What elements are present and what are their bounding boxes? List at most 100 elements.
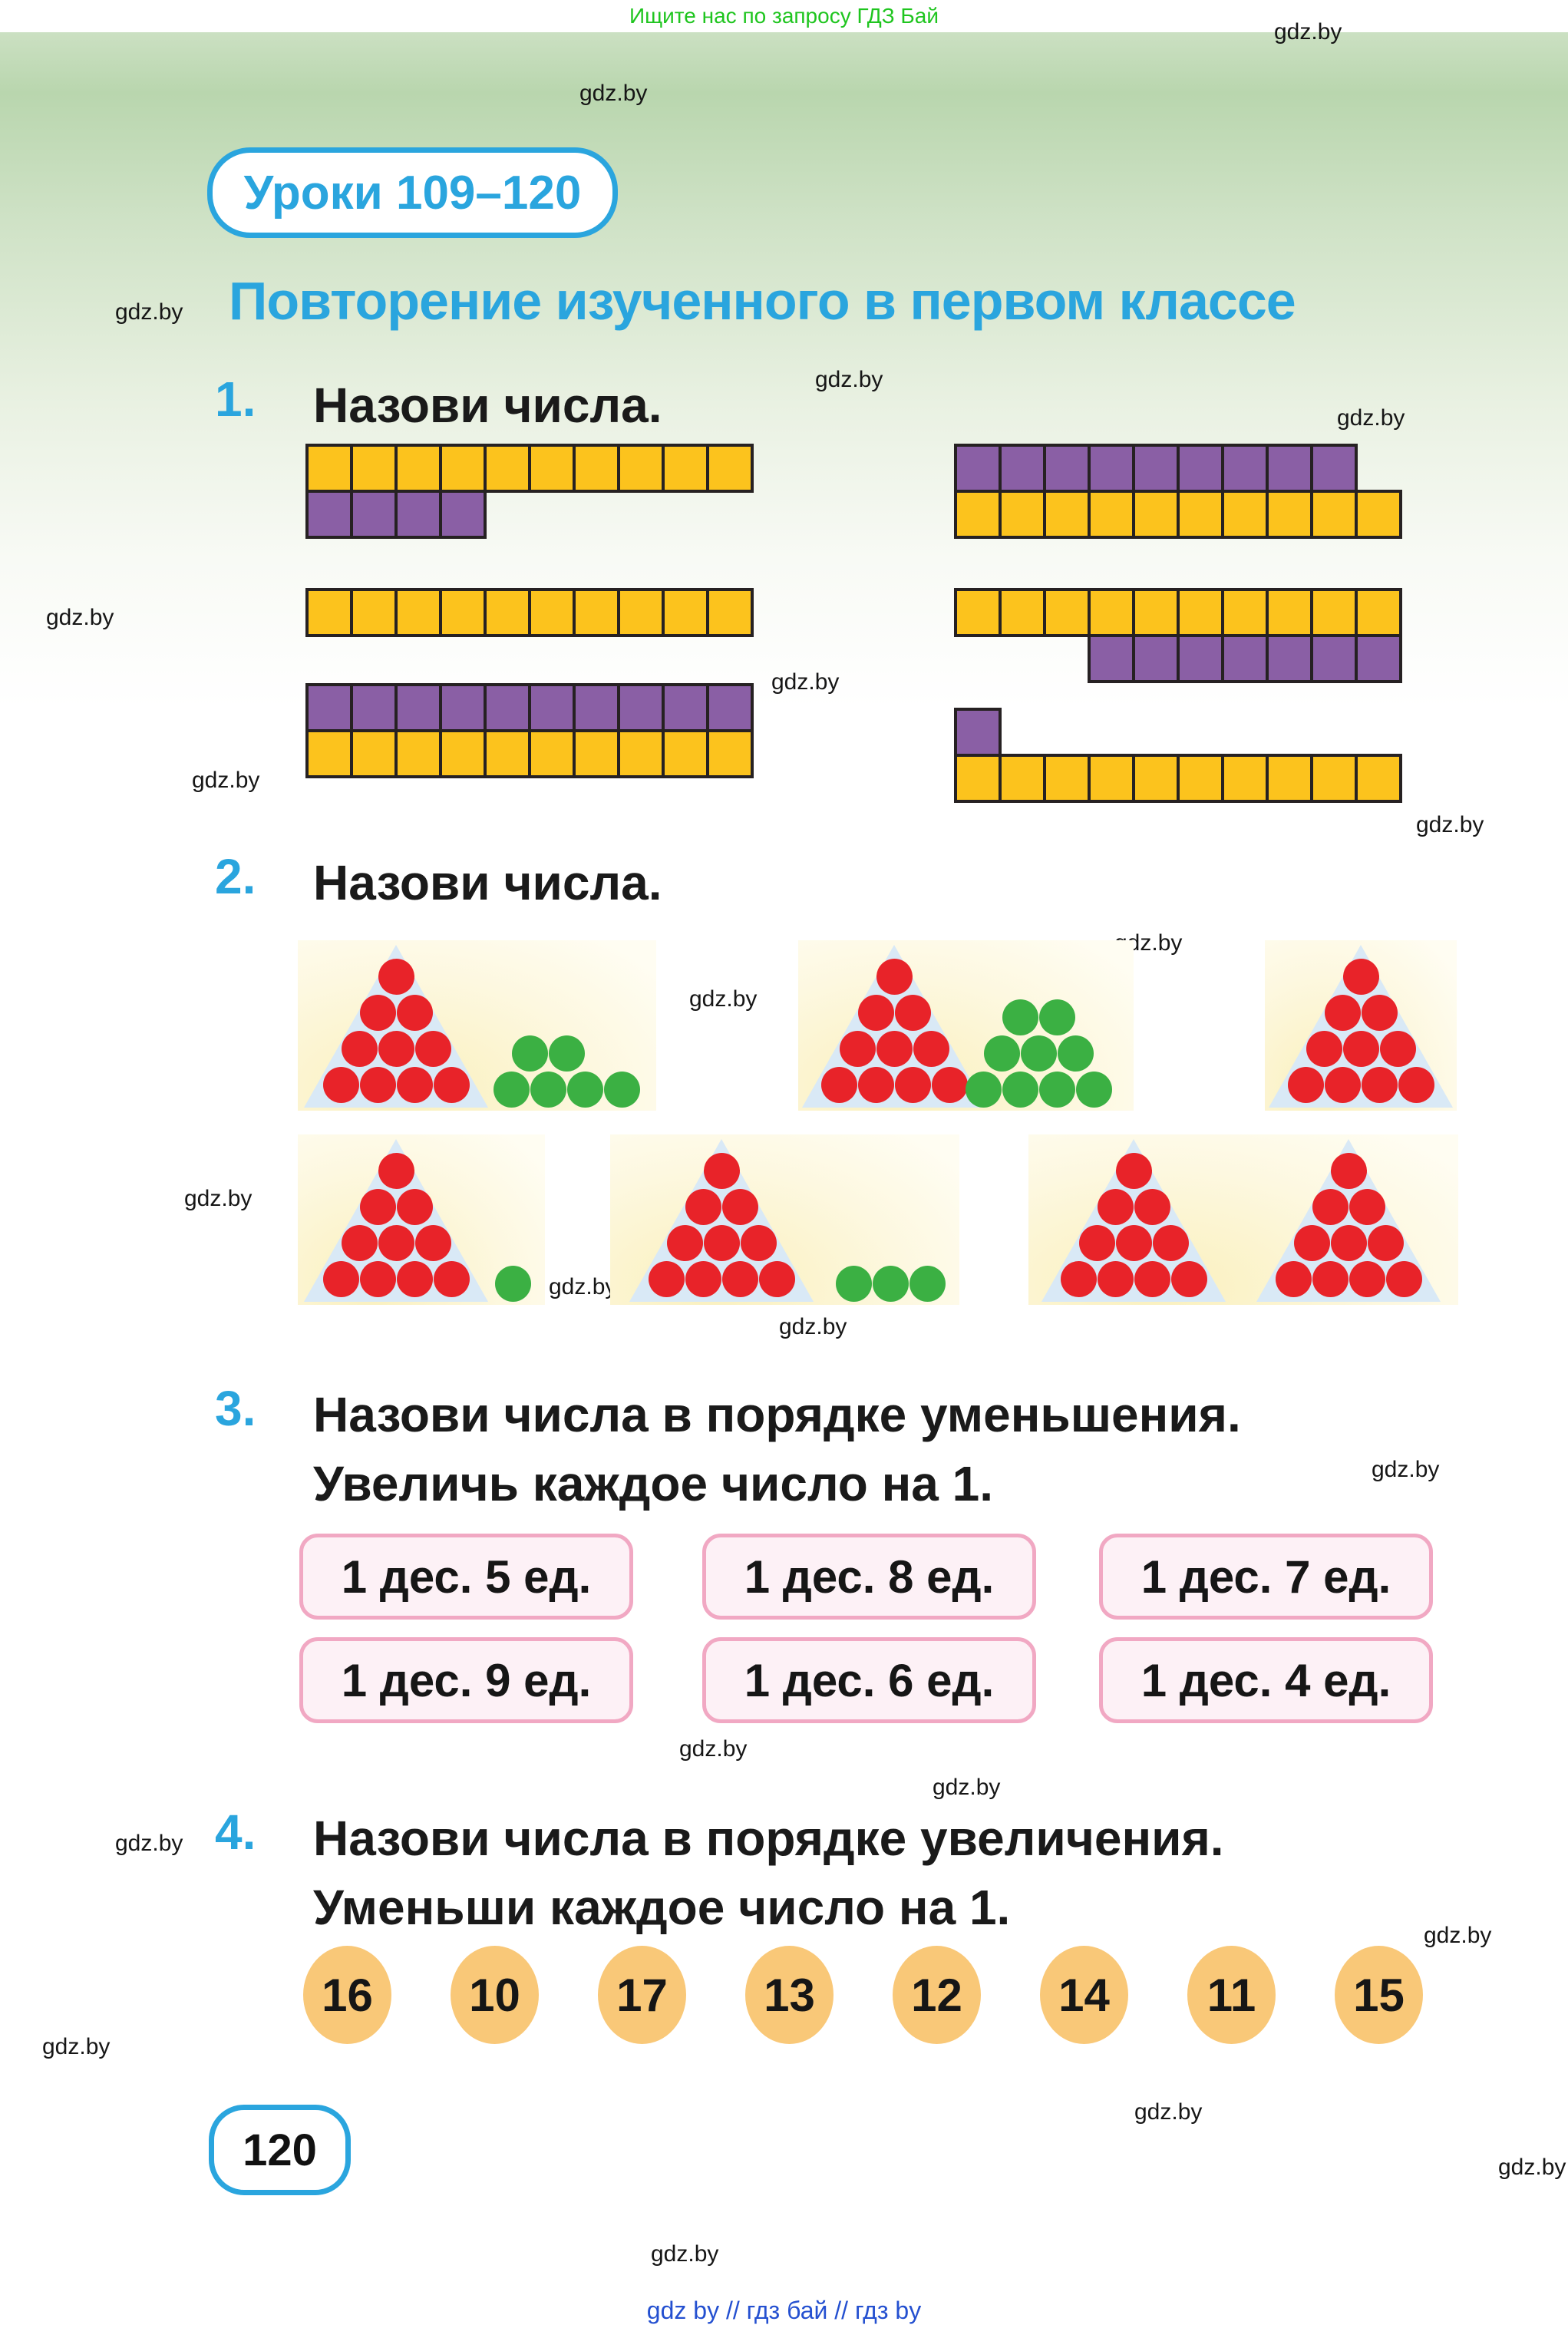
green-circle	[1057, 1035, 1094, 1072]
tens-units-label: 1 дес. 9 ед.	[341, 1654, 592, 1706]
square-cell-purple	[954, 708, 1002, 757]
square-cell-yellow	[528, 444, 576, 493]
watermark: gdz.by	[579, 81, 648, 106]
green-circle	[530, 1072, 566, 1108]
exercise-1-number: 1.	[215, 372, 256, 427]
squares-bar	[305, 729, 754, 778]
square-cell-yellow	[1266, 588, 1313, 637]
square-cell-yellow	[1310, 588, 1358, 637]
green-circle	[872, 1266, 909, 1302]
square-cell-yellow	[1132, 490, 1180, 539]
green-circle	[1075, 1072, 1112, 1108]
red-circle	[1312, 1189, 1348, 1225]
square-cell-yellow	[1266, 490, 1313, 539]
square-cell-yellow	[954, 490, 1002, 539]
green-circle	[1002, 999, 1038, 1035]
exercise-2-number: 2.	[215, 849, 256, 904]
green-circle	[1002, 1072, 1038, 1108]
square-cell-yellow	[439, 444, 487, 493]
red-circle	[1342, 959, 1379, 995]
red-circle	[1324, 995, 1361, 1031]
red-circle	[685, 1189, 721, 1225]
red-circle	[740, 1225, 777, 1261]
exercise-1-prompt: Назови числа.	[313, 378, 662, 433]
squares-bar	[954, 444, 1358, 493]
exercise-2-prompt: Назови числа.	[313, 855, 662, 910]
square-cell-purple	[394, 490, 442, 539]
square-cell-yellow	[350, 444, 398, 493]
tens-units-box: 1 дес. 8 ед.	[702, 1534, 1036, 1620]
square-cell-yellow	[1088, 588, 1135, 637]
number-circle: 11	[1187, 1946, 1276, 2044]
red-circle	[1379, 1031, 1416, 1067]
exercise-2-card	[610, 1134, 959, 1305]
watermark: gdz.by	[192, 768, 260, 793]
red-circle	[359, 995, 396, 1031]
square-cell-yellow	[439, 729, 487, 778]
number-circle-value: 10	[469, 1969, 520, 2021]
red-circle	[1342, 1031, 1379, 1067]
red-circle	[913, 1031, 949, 1067]
red-circle	[857, 995, 894, 1031]
red-circles-pyramid	[304, 1139, 488, 1302]
tens-units-label: 1 дес. 6 ед.	[744, 1654, 995, 1706]
square-cell-purple	[999, 444, 1046, 493]
square-cell-purple	[350, 683, 398, 732]
exercise-4-number: 4.	[215, 1805, 256, 1860]
square-cell-yellow	[1043, 490, 1091, 539]
square-cell-purple	[528, 683, 576, 732]
square-cell-yellow	[573, 588, 620, 637]
number-circle-value: 12	[911, 1969, 962, 2021]
number-circle-value: 15	[1353, 1969, 1405, 2021]
square-cell-purple	[706, 683, 754, 732]
page-number: 120	[243, 2125, 317, 2175]
squares-bar	[954, 588, 1402, 637]
red-circle	[721, 1189, 758, 1225]
red-circle	[341, 1031, 378, 1067]
watermark: gdz.by	[651, 2241, 719, 2267]
red-circle	[1097, 1189, 1134, 1225]
square-cell-yellow	[394, 444, 442, 493]
square-cell-yellow	[706, 729, 754, 778]
square-cell-purple	[1132, 444, 1180, 493]
square-cell-yellow	[1088, 754, 1135, 803]
square-cell-yellow	[484, 444, 531, 493]
square-cell-yellow	[528, 588, 576, 637]
green-circle	[1020, 1035, 1057, 1072]
square-cell-purple	[617, 683, 665, 732]
exercise-3-prompt-line1: Назови числа в порядке уменьшения.	[313, 1387, 1241, 1442]
square-cell-purple	[439, 683, 487, 732]
green-circle	[548, 1035, 585, 1072]
square-cell-yellow	[1043, 588, 1091, 637]
square-cell-yellow	[484, 729, 531, 778]
square-cell-purple	[1177, 634, 1224, 683]
watermark: gdz.by	[1416, 812, 1484, 837]
red-circle	[1348, 1189, 1385, 1225]
red-circle	[894, 995, 931, 1031]
watermark: gdz.by	[1372, 1457, 1440, 1482]
red-circle	[1306, 1031, 1342, 1067]
tens-units-label: 1 дес. 5 ед.	[341, 1550, 592, 1603]
red-circle	[703, 1225, 740, 1261]
green-circle	[494, 1266, 531, 1302]
tens-units-box: 1 дес. 6 ед.	[702, 1637, 1036, 1723]
square-cell-yellow	[1221, 754, 1269, 803]
watermark: gdz.by	[933, 1775, 1001, 1800]
red-circle	[1385, 1261, 1422, 1297]
square-cell-yellow	[617, 444, 665, 493]
red-circle	[1330, 1153, 1367, 1189]
square-cell-yellow	[1355, 754, 1402, 803]
green-circle	[965, 1072, 1002, 1108]
red-circle	[857, 1067, 894, 1103]
number-circle: 17	[598, 1946, 686, 2044]
footer: gdz by // гдз бай // гдз by	[0, 2297, 1568, 2325]
square-cell-yellow	[484, 588, 531, 637]
square-cell-purple	[305, 490, 353, 539]
square-cell-yellow	[1043, 754, 1091, 803]
watermark: gdz.by	[689, 986, 758, 1012]
exercise-2-card	[1265, 940, 1457, 1111]
red-circle	[648, 1261, 685, 1297]
exercise-3-prompt-line2: Увеличь каждое число на 1.	[313, 1456, 994, 1511]
square-cell-yellow	[528, 729, 576, 778]
red-circle	[378, 1031, 414, 1067]
